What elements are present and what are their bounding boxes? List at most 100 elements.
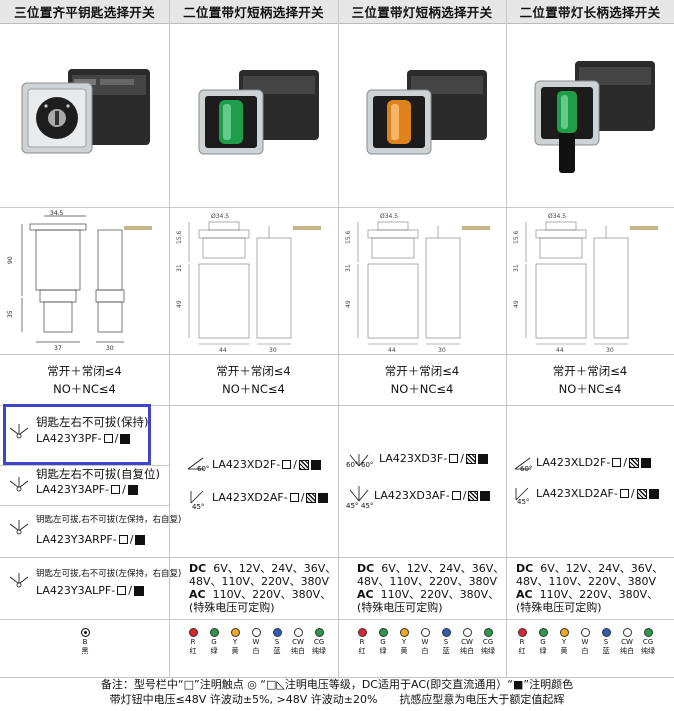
row-divider [0, 405, 674, 406]
footer-note-2: 带灯钮中电压≤48V 许波动±5%, >48V 许波动±20% 抗感应型意为电压… [109, 693, 565, 706]
angle-label: 60° [361, 461, 374, 469]
color-name: 白 [421, 647, 429, 655]
dim-label: 15.6 [176, 230, 183, 244]
switch-angle-icon [190, 490, 204, 504]
color-letter: Y [561, 638, 567, 646]
color-name: 蓝 [602, 647, 610, 655]
dim-label: 44 [219, 347, 227, 354]
voltage-spec-col-2: DC 6V、12V、24V、36V、 48V、110V、220V、380V AC… [189, 562, 337, 614]
color-dot [272, 628, 282, 637]
dim-label: 30 [606, 347, 614, 354]
color-letter: CG [313, 638, 325, 646]
color-letter: S [274, 638, 280, 646]
color-letter: G [540, 638, 546, 646]
header-col-2: 二位置带灯短柄选择开关 [169, 0, 338, 24]
color-name: 黄 [560, 647, 568, 655]
dim-label: 31 [513, 264, 520, 272]
color-letter: S [603, 638, 609, 646]
footer-note-1: 备注：型号栏中“□”注明触点 ◎ “□◺注明电压等级，DC适用于AC(即交直流通… [100, 678, 574, 691]
contact-spec-col-3: 常开＋常闭≤4 NO＋NC≤4 [338, 355, 506, 405]
dim-label: 34.5 [50, 210, 64, 217]
dim-label: Ø34.5 [380, 213, 398, 220]
color-name: 纯白 [460, 647, 474, 655]
color-name: 白 [252, 647, 260, 655]
row-description: 钥匙左可拔,右不可拔(左保持，右自复) [36, 569, 182, 579]
color-name: 纯绿 [312, 647, 326, 655]
selection-highlight[interactable] [3, 404, 151, 465]
dim-label: Ø34.5 [548, 213, 566, 220]
color-letter: CG [642, 638, 654, 646]
row-divider [0, 505, 169, 506]
color-dot [209, 628, 219, 637]
color-letter: CW [621, 638, 633, 646]
color-letter: CW [461, 638, 473, 646]
angle-label: 60° [346, 461, 359, 469]
angle-label: 45° [517, 498, 530, 506]
key-position-icon [9, 520, 29, 535]
color-name: 红 [518, 647, 526, 655]
color-letter: W [421, 638, 429, 646]
dim-label: 35 [7, 310, 14, 318]
model-number: LA423Y3PF-/ [36, 432, 131, 445]
contact-spec-col-1: 常开＋常闭≤4 NO＋NC≤4 [0, 355, 169, 405]
row-divider [0, 677, 674, 678]
angle-label: 45° [361, 502, 374, 510]
spec-line-en: NO＋NC≤4 [222, 382, 285, 396]
dim-label: 90 [7, 256, 14, 264]
col-divider [169, 0, 170, 677]
dim-label: Ø34.5 [211, 213, 229, 220]
color-name: 纯绿 [641, 647, 655, 655]
color-letter: W [252, 638, 260, 646]
color-dot [559, 628, 569, 637]
angle-label: 45° [346, 502, 359, 510]
spec-line-cn: 常开＋常闭≤4 [216, 364, 291, 378]
model-number: LA423XD2AF-/ [212, 491, 329, 504]
dim-label: 49 [345, 300, 352, 308]
color-dot [538, 628, 548, 637]
row-divider [0, 557, 674, 558]
color-name: 绿 [210, 647, 218, 655]
col-divider [506, 0, 507, 677]
dim-label: 44 [556, 347, 564, 354]
color-name: 绿 [379, 647, 387, 655]
color-dot [80, 628, 90, 637]
contact-spec-col-4: 常开＋常闭≤4 NO＋NC≤4 [506, 355, 674, 405]
color-name: 黄 [231, 647, 239, 655]
spec-line-en: NO＋NC≤4 [53, 382, 116, 396]
color-dot [483, 628, 493, 637]
color-name: 纯白 [620, 647, 634, 655]
dim-label: 15.6 [513, 230, 520, 244]
dim-label: 49 [176, 300, 183, 308]
spec-line-cn: 常开＋常闭≤4 [552, 364, 628, 378]
dimension-drawing-col-3: Ø34.5 15.6 31 49 44 30 [338, 208, 506, 354]
switch-angle-icon [514, 457, 531, 470]
color-letter: S [443, 638, 449, 646]
color-dot [188, 628, 198, 637]
angle-label: 60° [520, 465, 533, 473]
key-color-swatch: B 黑 [78, 628, 92, 656]
color-letter: R [190, 638, 196, 646]
color-dot [420, 628, 430, 637]
product-photo-key-switch [0, 24, 169, 207]
product-photo-2pos-short [169, 24, 338, 207]
color-letter: B [82, 638, 88, 646]
color-swatch: B 黑 [78, 628, 92, 656]
